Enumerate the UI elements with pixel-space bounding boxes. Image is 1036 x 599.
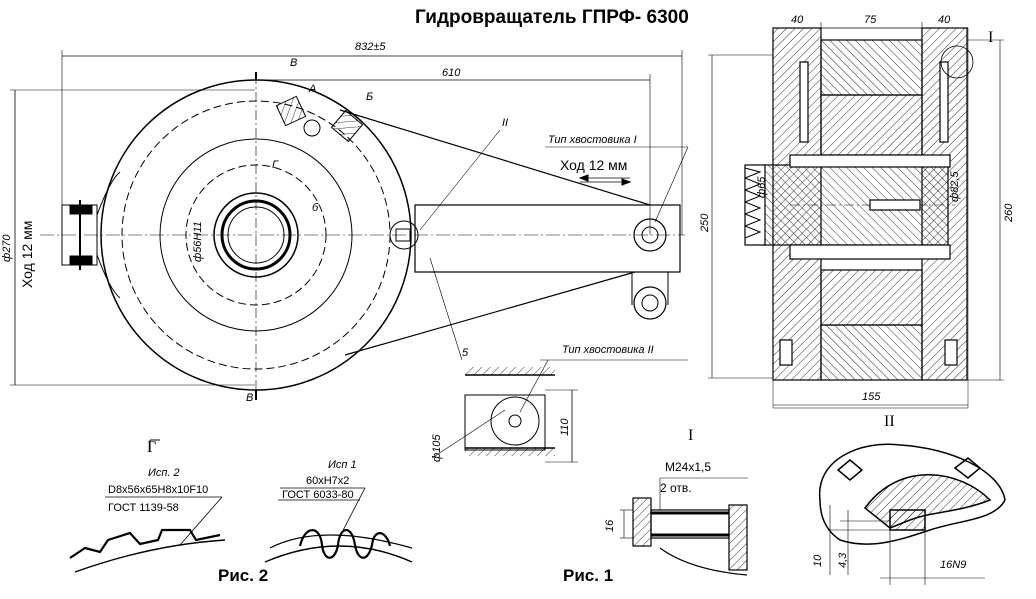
dim-bore-56: ф56Н11 [192, 221, 204, 262]
fig1-roman-i: I [688, 427, 694, 444]
stroke-horizontal-label: Ход 12 мм [560, 157, 628, 173]
main-view [10, 50, 689, 400]
shank-type-2-view [431, 359, 688, 463]
dim-detail-4-3: 4,3 [837, 552, 849, 568]
dim-height-260: 260 [1003, 203, 1015, 222]
detail-ii-roman: II [884, 413, 895, 430]
detail-2 [819, 443, 1006, 585]
port-label-a: А [309, 83, 317, 95]
shank-type-2-label: Тип хвостовика II [562, 344, 654, 356]
dim-section-40-left: 40 [791, 14, 804, 26]
dim-width-155: 155 [862, 391, 881, 403]
callout-i: I [988, 29, 994, 46]
gost-2: ГОСТ 1139-58 [108, 502, 179, 514]
dim-section-40-right: 40 [938, 14, 951, 26]
part-number-5: 5 [462, 347, 469, 359]
fig1-caption: Рис. 1 [563, 566, 614, 585]
section-view [708, 22, 1004, 409]
holes-count: 2 отв. [660, 481, 692, 495]
spline-spec-2: D8x56x65H8x10F10 [108, 484, 209, 496]
port-label-b: Б [366, 91, 374, 103]
dim-section-75: 75 [864, 14, 877, 26]
fig2-letter-g: Г [147, 439, 157, 456]
callout-ii: II [502, 117, 509, 129]
label-b-small: б [312, 202, 319, 214]
spline-spec-1: 60хН7х2 [306, 475, 350, 487]
fig2-spline-profiles [69, 439, 413, 573]
dim-diameter-65: ф65 [756, 176, 768, 198]
drawing-title: Гидровращатель ГПРФ- 6300 [415, 7, 689, 28]
fig1-thread-detail [620, 477, 748, 576]
section-mark-bottom: В [246, 392, 254, 404]
thread-spec: М24х1,5 [665, 460, 712, 474]
dim-thread-16: 16 [604, 519, 616, 532]
dim-height-250: 250 [699, 213, 711, 232]
stroke-vertical-label: Ход 12 мм [19, 220, 35, 288]
dim-arm-length: 610 [442, 67, 461, 79]
dim-overall-length: 832±5 [355, 41, 386, 53]
gost-1: ГОСТ 6033-80 [282, 489, 354, 501]
section-mark-top: В [290, 57, 298, 69]
fig2-caption: Рис. 2 [218, 566, 269, 585]
variant-1-label: Исп 1 [328, 459, 357, 471]
shank-type-1-label: Тип хвостовика I [548, 134, 637, 146]
dim-diameter-105: ф105 [431, 434, 443, 462]
dim-height-110: 110 [559, 418, 571, 436]
variant-2-label: Исп. 2 [148, 467, 180, 479]
dim-detail-10: 10 [812, 554, 824, 567]
dim-diameter-270: ф270 [1, 234, 13, 262]
key-16n9: 16N9 [940, 559, 967, 571]
dim-diameter-82: ф82,5 [949, 171, 961, 202]
label-g: Г [272, 159, 278, 171]
